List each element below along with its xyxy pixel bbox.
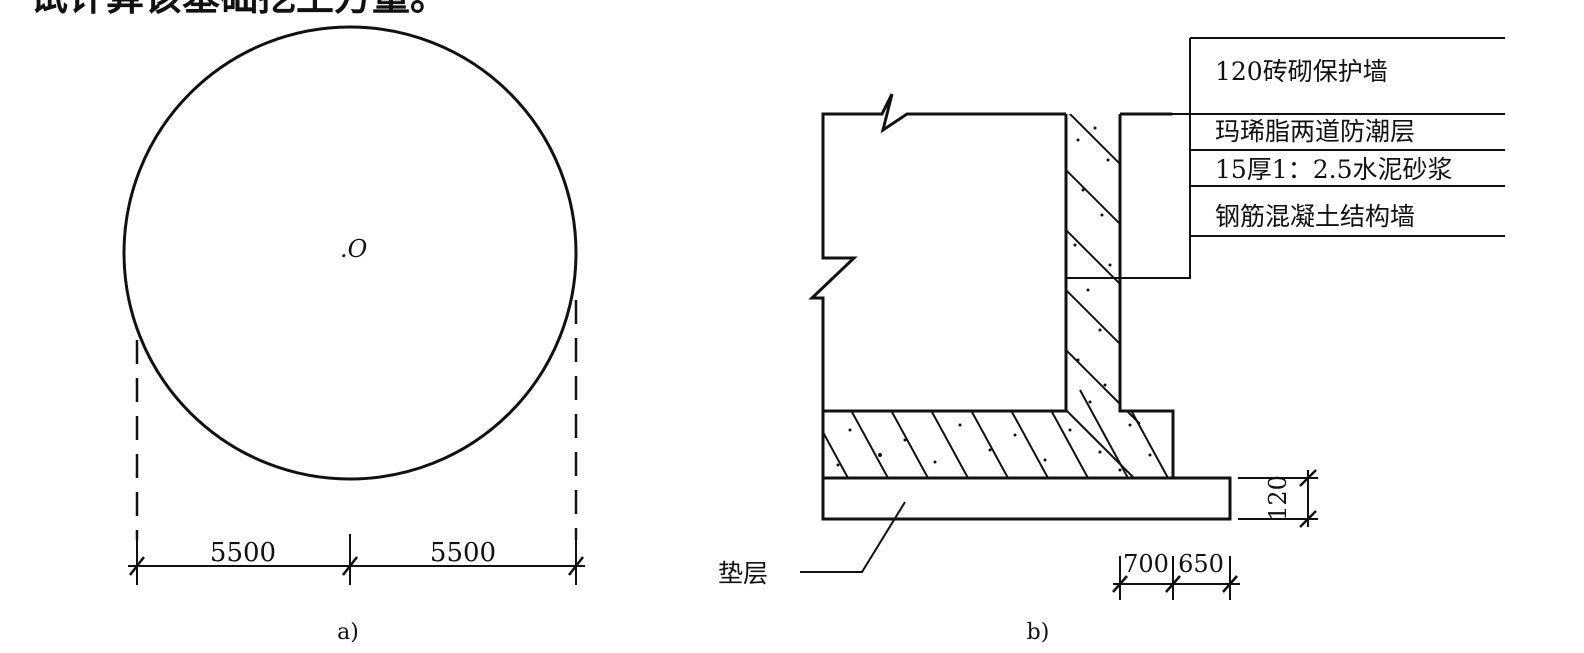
bdim-right-label: 650 [1178,550,1224,578]
caption-b: b) [1027,620,1050,645]
center-label: .O [340,235,368,263]
dim-tick-left [129,556,145,576]
vdim-tick-bottom [1299,510,1317,528]
vdim-label: 120 [1264,475,1292,521]
pad-leader-line [800,501,906,573]
header-text: 试计算该基础挖土方量。 [30,0,448,19]
layer-label-1: 120砖砌保护墙 [1215,57,1388,86]
bdim-left-label: 700 [1123,550,1169,578]
structure-outline [821,114,1175,480]
layer-label-2: 玛琋脂两道防潮层 [1215,117,1415,146]
pit-outline-circle [122,25,578,481]
dim-tick-mid [342,556,358,576]
bdim-tick-3 [1222,575,1238,593]
pad-label: 垫层 [718,559,768,588]
pad-layer [821,476,1232,521]
excavation-outline [808,93,1066,478]
dim-left-label: 5500 [210,538,276,568]
bdim-tick-1 [1112,575,1128,593]
bdim-tick-2 [1165,575,1181,593]
layer-callout-line [1120,38,1191,279]
layer-label-4: 钢筋混凝土结构墙 [1215,202,1415,231]
dim-tick-right [568,556,584,576]
dim-right-label: 5500 [430,538,496,568]
caption-a: a) [337,620,359,645]
layer-label-3: 15厚1：2.5水泥砂浆 [1215,155,1452,184]
figure-a [122,25,585,585]
vdim-tick-top [1299,469,1317,487]
